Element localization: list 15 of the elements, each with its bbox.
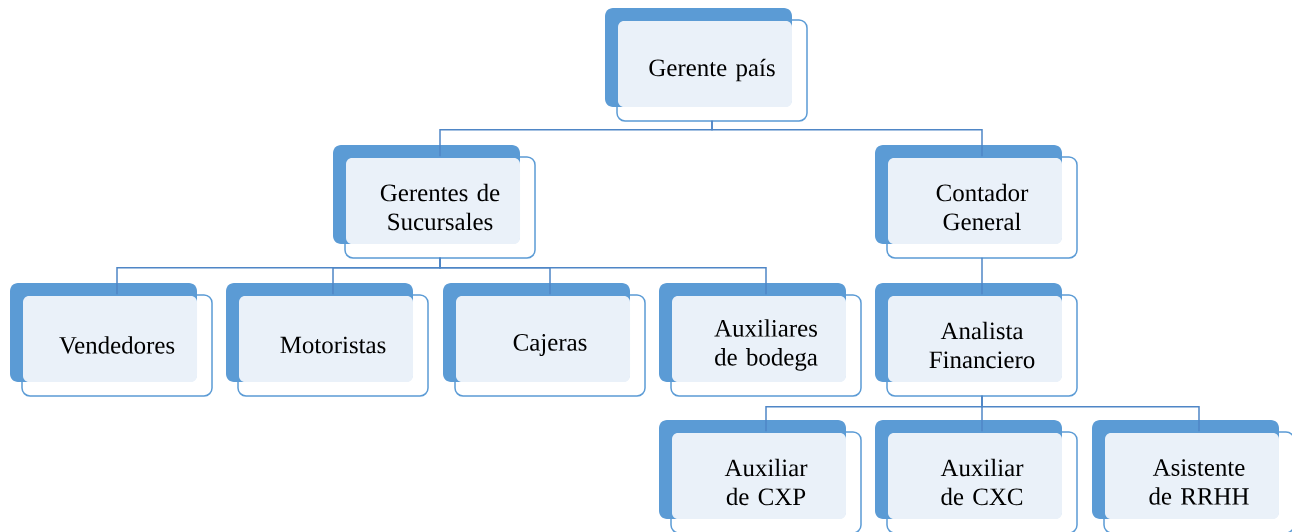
connector-line [981,394,1200,433]
org-box: Gerentes de Sucursales [333,145,536,259]
org-box: Auxiliares de bodega [659,283,862,397]
org-box: Gerente país [605,8,808,122]
org-box: Vendedores [10,283,213,397]
org-box: Contador General [875,145,1078,259]
org-box: Auxiliar de CXC [875,420,1078,532]
org-box: Cajeras [443,283,646,397]
org-box: Asistente de RRHH [1092,420,1292,532]
org-box: Auxiliar de CXP [659,420,862,532]
connector-line [981,256,983,296]
connector-line [439,256,767,296]
connector-line [711,119,983,158]
org-box: Motoristas [226,283,429,397]
org-box: Analista Financiero [875,283,1078,397]
